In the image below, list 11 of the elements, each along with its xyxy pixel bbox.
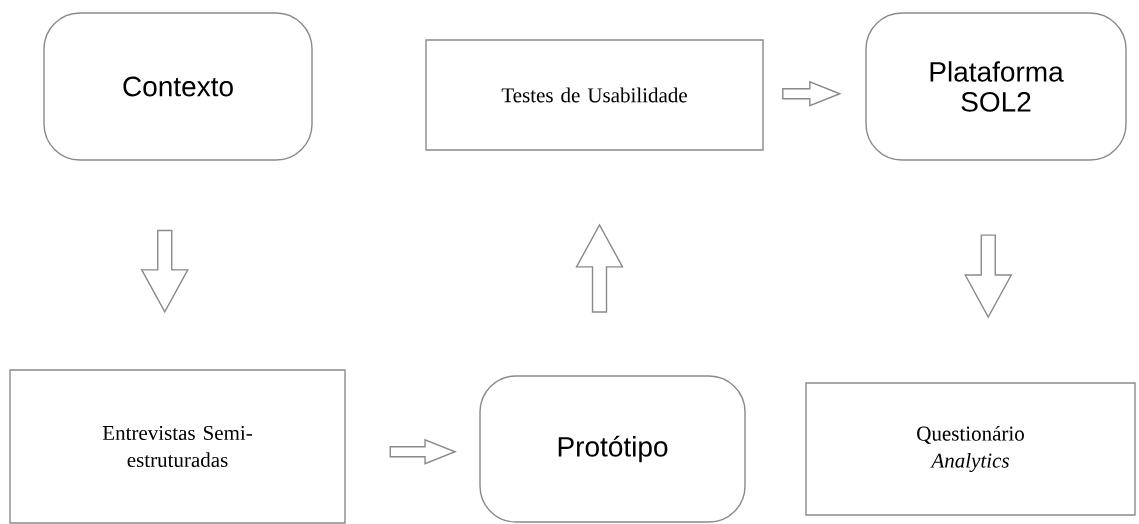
process-box: Entrevistas Semi-estruturadas (9, 369, 346, 524)
rounded-box: Protótipo (479, 375, 746, 523)
process-box: Questionário Analytics (805, 382, 1136, 516)
block-arrow (140, 229, 189, 314)
block-arrow (964, 234, 1013, 319)
rounded-box: Plataforma SOL2 (865, 12, 1127, 161)
block-arrow (782, 80, 842, 107)
rounded-box: Contexto (43, 12, 313, 161)
process-box: Testes de Usabilidade (425, 39, 764, 151)
block-arrow (389, 438, 457, 465)
block-arrow (575, 223, 624, 313)
